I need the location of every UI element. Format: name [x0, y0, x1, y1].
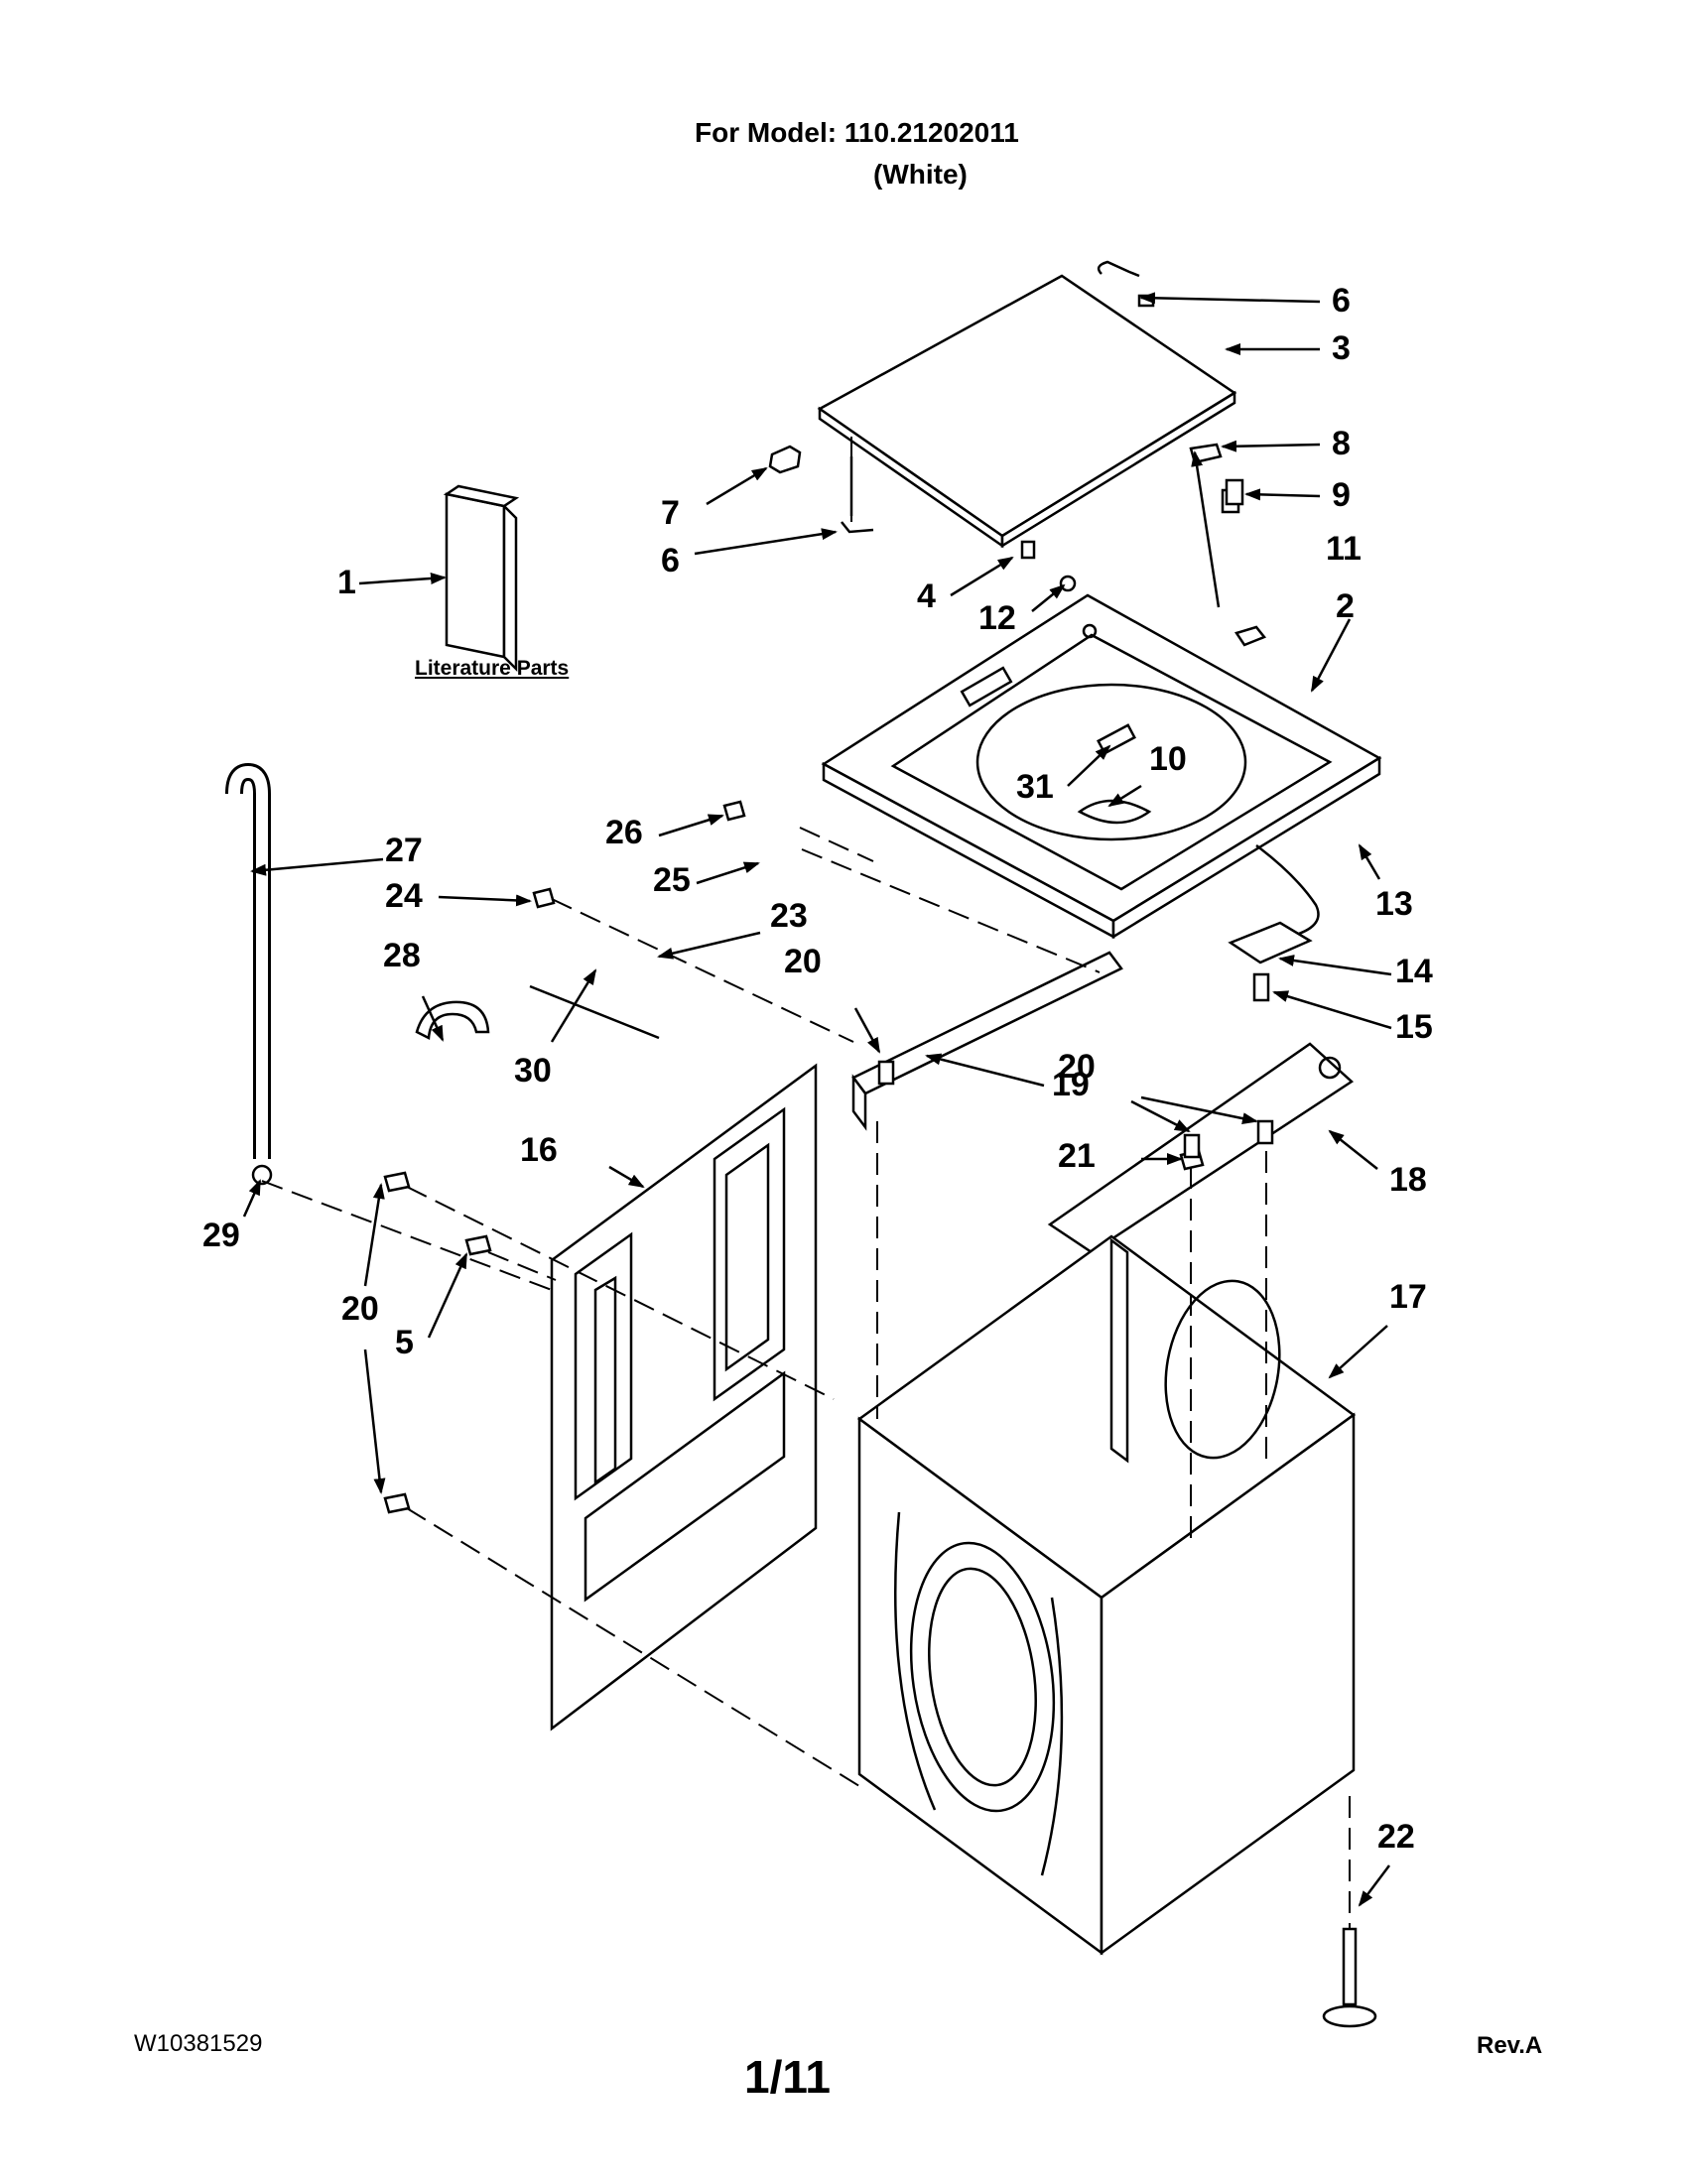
document-id: W10381529	[134, 2030, 263, 2057]
front-bracket	[1047, 1042, 1355, 1254]
part-3-lid: 3	[1332, 329, 1351, 367]
part-26: 26	[605, 814, 643, 851]
model-color: (White)	[873, 159, 968, 190]
part-16-rear-panel: 16	[520, 1131, 558, 1169]
part-7: 7	[661, 494, 680, 532]
part-14: 14	[1395, 953, 1433, 990]
tie-rod	[529, 984, 660, 1040]
hose-guide	[415, 1000, 490, 1040]
part-15: 15	[1395, 1008, 1433, 1046]
part-22-leveling-leg: 22	[1377, 1818, 1415, 1856]
part-23: 23	[770, 897, 808, 935]
part-29: 29	[202, 1217, 240, 1254]
literature-parts-label: Literature Parts	[415, 657, 570, 680]
part-28-hose-guide: 28	[383, 937, 421, 974]
part-1-literature: 1	[337, 564, 356, 601]
part-31: 31	[1016, 768, 1054, 806]
part-2-top-panel: 2	[1336, 587, 1355, 625]
assembly-lines	[261, 437, 1351, 1929]
part-18-front-bracket: 18	[1389, 1161, 1427, 1199]
part-20-rear-panel-screws: 20	[341, 1290, 379, 1328]
washer-lid	[817, 274, 1237, 549]
part-13: 13	[1375, 885, 1413, 923]
callout-arrows	[242, 292, 1392, 1907]
part-9: 9	[1332, 476, 1351, 514]
part-6-lid-hinge: 6	[1332, 282, 1351, 320]
literature-booklet	[443, 484, 520, 673]
part-20-rear-bracket-screw: 20	[784, 943, 822, 980]
part-25: 25	[653, 861, 691, 899]
cabinet	[856, 1234, 1357, 1956]
leveling-leg	[1322, 1927, 1377, 2028]
revision: Rev.A	[1477, 2032, 1543, 2059]
part-12: 12	[978, 599, 1016, 637]
rear-bracket	[851, 951, 1123, 1131]
part-8: 8	[1332, 425, 1351, 462]
rear-panel	[550, 1063, 818, 1732]
part-6-hinge: 6	[661, 542, 680, 579]
part-30: 30	[514, 1052, 552, 1090]
part-5: 5	[395, 1324, 414, 1361]
part-20-front-bracket-screws: 20	[1058, 1048, 1096, 1086]
page-number: 1/11	[744, 2051, 831, 2103]
part-11: 11	[1326, 530, 1362, 568]
part-21: 21	[1058, 1137, 1096, 1175]
top-panel	[821, 593, 1382, 940]
part-17-cabinet: 17	[1389, 1278, 1427, 1316]
model-title: For Model: 110.21202011	[695, 117, 1019, 148]
part-4: 4	[917, 578, 936, 615]
part-27-drain-hose: 27	[385, 832, 423, 869]
lid-switch-harness	[1228, 844, 1320, 1002]
part-24: 24	[385, 877, 423, 915]
drain-hose	[225, 762, 273, 1186]
part-10: 10	[1149, 740, 1187, 778]
part-19-rear-bracket: 19	[1052, 1066, 1090, 1103]
